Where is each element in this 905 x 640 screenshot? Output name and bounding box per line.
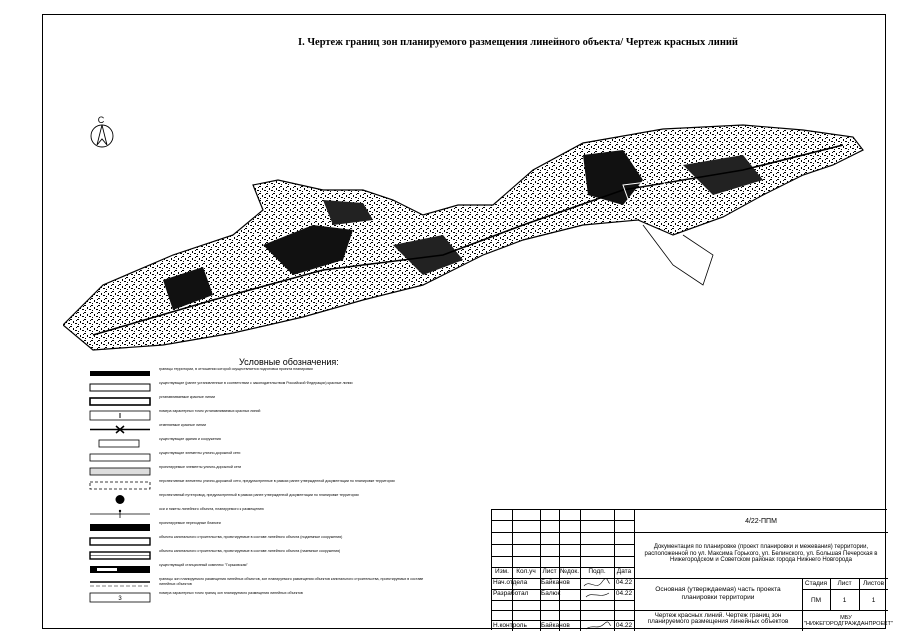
legend-row: границы территории, в отношении которой …	[89, 367, 439, 381]
north-arrow-icon	[90, 124, 114, 148]
zone-point-number-icon: 3	[89, 592, 151, 603]
dense-block-2	[393, 235, 463, 275]
legend-row: существующие (ранее установленные в соот…	[89, 381, 439, 395]
legend-row: границы зон планируемого размещения лине…	[89, 577, 439, 591]
station-outline	[622, 179, 674, 214]
axis-picket-icon	[90, 509, 150, 518]
dense-block-6	[323, 200, 373, 225]
legend-row: существующие здания и сооружения	[89, 437, 439, 451]
header-podp: Подп.	[588, 568, 606, 575]
drawing-sheet: I. Чертеж границ зон планируемого размещ…	[42, 14, 893, 631]
date-2: 04.22	[615, 590, 633, 597]
document-code: 4/22-ППМ	[745, 518, 777, 525]
red-line-route	[92, 144, 844, 336]
territory-map	[63, 124, 864, 351]
stage-label: Стадия	[804, 580, 828, 587]
future-road-icon	[89, 481, 151, 490]
point-number-icon	[89, 410, 151, 421]
sheet-value: 1	[842, 597, 847, 604]
transition-icon	[90, 524, 150, 531]
sheet-label: Лист	[837, 580, 852, 587]
underground-object-icon	[89, 537, 151, 546]
overpass-icon	[115, 495, 125, 504]
header-list: Лист	[542, 568, 557, 575]
existing-red-line-icon	[89, 383, 151, 392]
signature-icon	[583, 578, 611, 598]
existing-road-icon	[89, 453, 151, 462]
svg-text:3: 3	[118, 596, 122, 602]
north-label: С	[97, 115, 105, 125]
existing-building-icon	[98, 439, 140, 448]
title-block: Изм. Кол.уч Лист №док. Подп. Дата Нач.от…	[491, 509, 893, 631]
dense-block-4	[683, 155, 763, 195]
station-complex-icon	[90, 566, 150, 573]
planned-road-icon	[89, 467, 151, 476]
surface-object-icon	[89, 551, 151, 560]
role-2: Разработал	[493, 590, 529, 597]
legend-row: 3 номера характерных точек границ зон пл…	[89, 591, 439, 605]
name-1: Байканов	[541, 579, 570, 586]
stage-value: ПМ	[810, 597, 822, 604]
legend-row: отменяемые красные линии	[89, 423, 439, 437]
legend-row: перспективные элементы улично-дорожной с…	[89, 479, 439, 493]
header-koluch: Кол.уч	[516, 568, 536, 575]
dense-block-5	[163, 267, 213, 310]
role-6: Н.контроль	[493, 622, 527, 629]
document-description: Документация по планировке (проект плани…	[644, 544, 878, 564]
legend-title: Условные обозначения:	[239, 357, 339, 367]
dense-block-3	[583, 150, 643, 205]
legend-row: перспективный путепровод, предусмотренны…	[89, 493, 439, 507]
legend-row: существующий станционный комплекс "Горьк…	[89, 563, 439, 577]
legend-row: объекты капитального строительства, прое…	[89, 535, 439, 549]
name-2: Балюк	[541, 590, 561, 597]
boundary-symbol-icon	[90, 371, 150, 376]
legend-row: объекты капитального строительства, прое…	[89, 549, 439, 563]
role-1: Нач.отдела	[493, 579, 528, 586]
legend-row: существующие элементы улично-дорожной се…	[89, 451, 439, 465]
drawing-name: Чертеж красных линий. Чертеж границ зон …	[647, 612, 789, 626]
header-izm: Изм.	[495, 568, 509, 575]
tunnel-branch	[642, 224, 714, 286]
legend-row: проектируемые переходные бланкеи	[89, 521, 439, 535]
date-1: 04.22	[615, 579, 633, 586]
header-ndok: №док.	[559, 568, 580, 575]
cancelled-red-line-icon	[90, 425, 150, 434]
legend-row: оси и пикеты линейного объекта, планируе…	[89, 507, 439, 521]
drawing-title: I. Чертеж границ зон планируемого размещ…	[298, 37, 738, 48]
header-date: Дата	[616, 568, 632, 575]
placement-zone-icon	[90, 581, 150, 587]
document-part: Основная (утверждаемая) часть проекта пл…	[655, 586, 781, 601]
sheets-label: Листов	[862, 580, 885, 587]
sheets-value: 1	[871, 597, 876, 604]
legend-row: проектируемые элементы улично-дорожной с…	[89, 465, 439, 479]
dense-block-1	[263, 225, 353, 275]
name-6: Байканов	[541, 622, 570, 629]
new-red-line-icon	[89, 397, 151, 406]
legend-row: номера характерных точек устанавливаемых…	[89, 409, 439, 423]
legend-row: устанавливаемые красные линии	[89, 395, 439, 409]
date-6: 04.22	[615, 622, 633, 629]
organization: МБУ "НИЖЕГОРОДГРАЖДАНПРОЕКТ"	[804, 615, 893, 628]
signature-icon	[585, 621, 612, 630]
